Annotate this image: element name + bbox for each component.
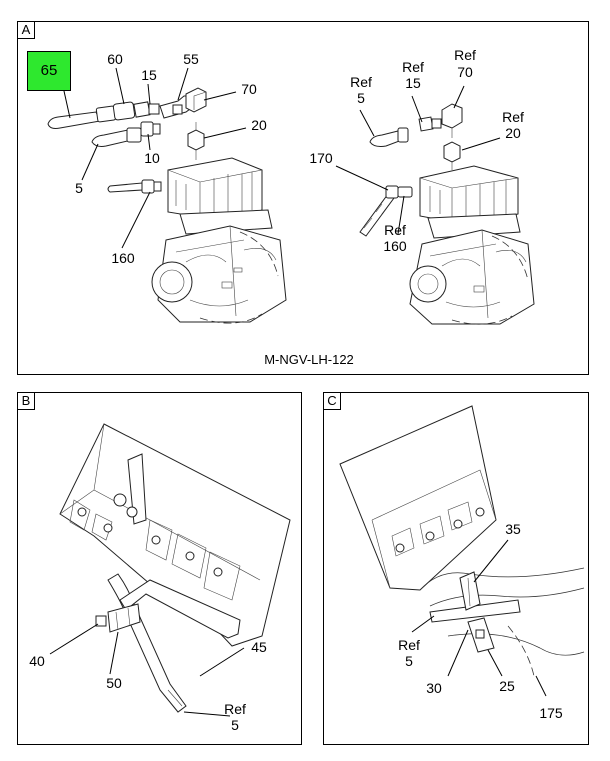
callout-65-highlight[interactable]: 65 [27, 51, 71, 91]
callout-ref-5-ref[interactable]: Ref [350, 74, 372, 90]
callout-70[interactable]: 70 [241, 81, 257, 97]
panel-a-tag: A [18, 22, 35, 39]
panel-b-tag: B [18, 393, 35, 410]
clamp-50 [107, 603, 141, 633]
valve-ref-70 [441, 103, 463, 138]
hose-5 [91, 127, 142, 147]
nut-ref-15 [418, 116, 442, 132]
callout-15[interactable]: 15 [141, 67, 157, 83]
engine-block-c [339, 405, 497, 591]
callout-45[interactable]: 45 [251, 639, 267, 655]
fitting-10 [140, 121, 161, 137]
figure-code: M-NGV-LH-122 [264, 352, 354, 367]
panel-b-leaders [49, 623, 245, 717]
panel-c-tag: C [324, 393, 341, 410]
callout-c-ref[interactable]: Ref [398, 637, 420, 653]
callout-ref-15-ref[interactable]: Ref [402, 59, 424, 75]
callout-55[interactable]: 55 [183, 51, 199, 67]
callout-ref-70-num[interactable]: 70 [457, 64, 473, 80]
compressor-left [151, 157, 287, 324]
callout-ref-20-num[interactable]: 20 [505, 125, 521, 141]
engine-block-b [59, 423, 291, 647]
callout-ref-20-ref[interactable]: Ref [502, 109, 524, 125]
cable-170 [359, 185, 413, 237]
valve-70 [185, 87, 207, 113]
panel-a-leaders [61, 67, 501, 249]
fitting-160 [107, 179, 162, 194]
callout-40[interactable]: 40 [29, 653, 45, 669]
callout-10[interactable]: 10 [144, 150, 160, 166]
callout-b-ref[interactable]: Ref [224, 701, 246, 717]
screw-40 [95, 615, 107, 627]
callout-ref-15-num[interactable]: 15 [405, 75, 421, 91]
bracket-25 [467, 617, 495, 653]
bracket-b [113, 453, 147, 525]
hose-175-c [419, 567, 585, 677]
callout-160[interactable]: 160 [111, 250, 135, 266]
callout-170[interactable]: 170 [309, 150, 333, 166]
callout-35[interactable]: 35 [505, 521, 521, 537]
callout-ref-70-ref[interactable]: Ref [454, 47, 476, 63]
callout-b-ref-5[interactable]: 5 [231, 717, 239, 733]
nut-15 [133, 101, 160, 118]
callout-60[interactable]: 60 [107, 51, 123, 67]
hose-ref-5 [369, 127, 409, 147]
callout-20[interactable]: 20 [251, 117, 267, 133]
fitting-60 [95, 101, 136, 123]
fitting-ref-20 [443, 141, 461, 170]
compressor-right [409, 165, 535, 325]
callout-c-ref-5[interactable]: 5 [405, 653, 413, 669]
callout-ref-5-num[interactable]: 5 [357, 90, 365, 106]
callout-5[interactable]: 5 [75, 180, 83, 196]
callout-ref-160-num[interactable]: 160 [383, 238, 407, 254]
panel-c-leaders [411, 539, 547, 697]
callout-50[interactable]: 50 [106, 675, 122, 691]
callout-175[interactable]: 175 [539, 705, 563, 721]
callout-25[interactable]: 25 [499, 678, 515, 694]
callout-30[interactable]: 30 [426, 680, 442, 696]
pipe-ref-5-c [429, 599, 521, 623]
callout-ref-160-ref[interactable]: Ref [384, 222, 406, 238]
fitting-20 [187, 122, 205, 160]
